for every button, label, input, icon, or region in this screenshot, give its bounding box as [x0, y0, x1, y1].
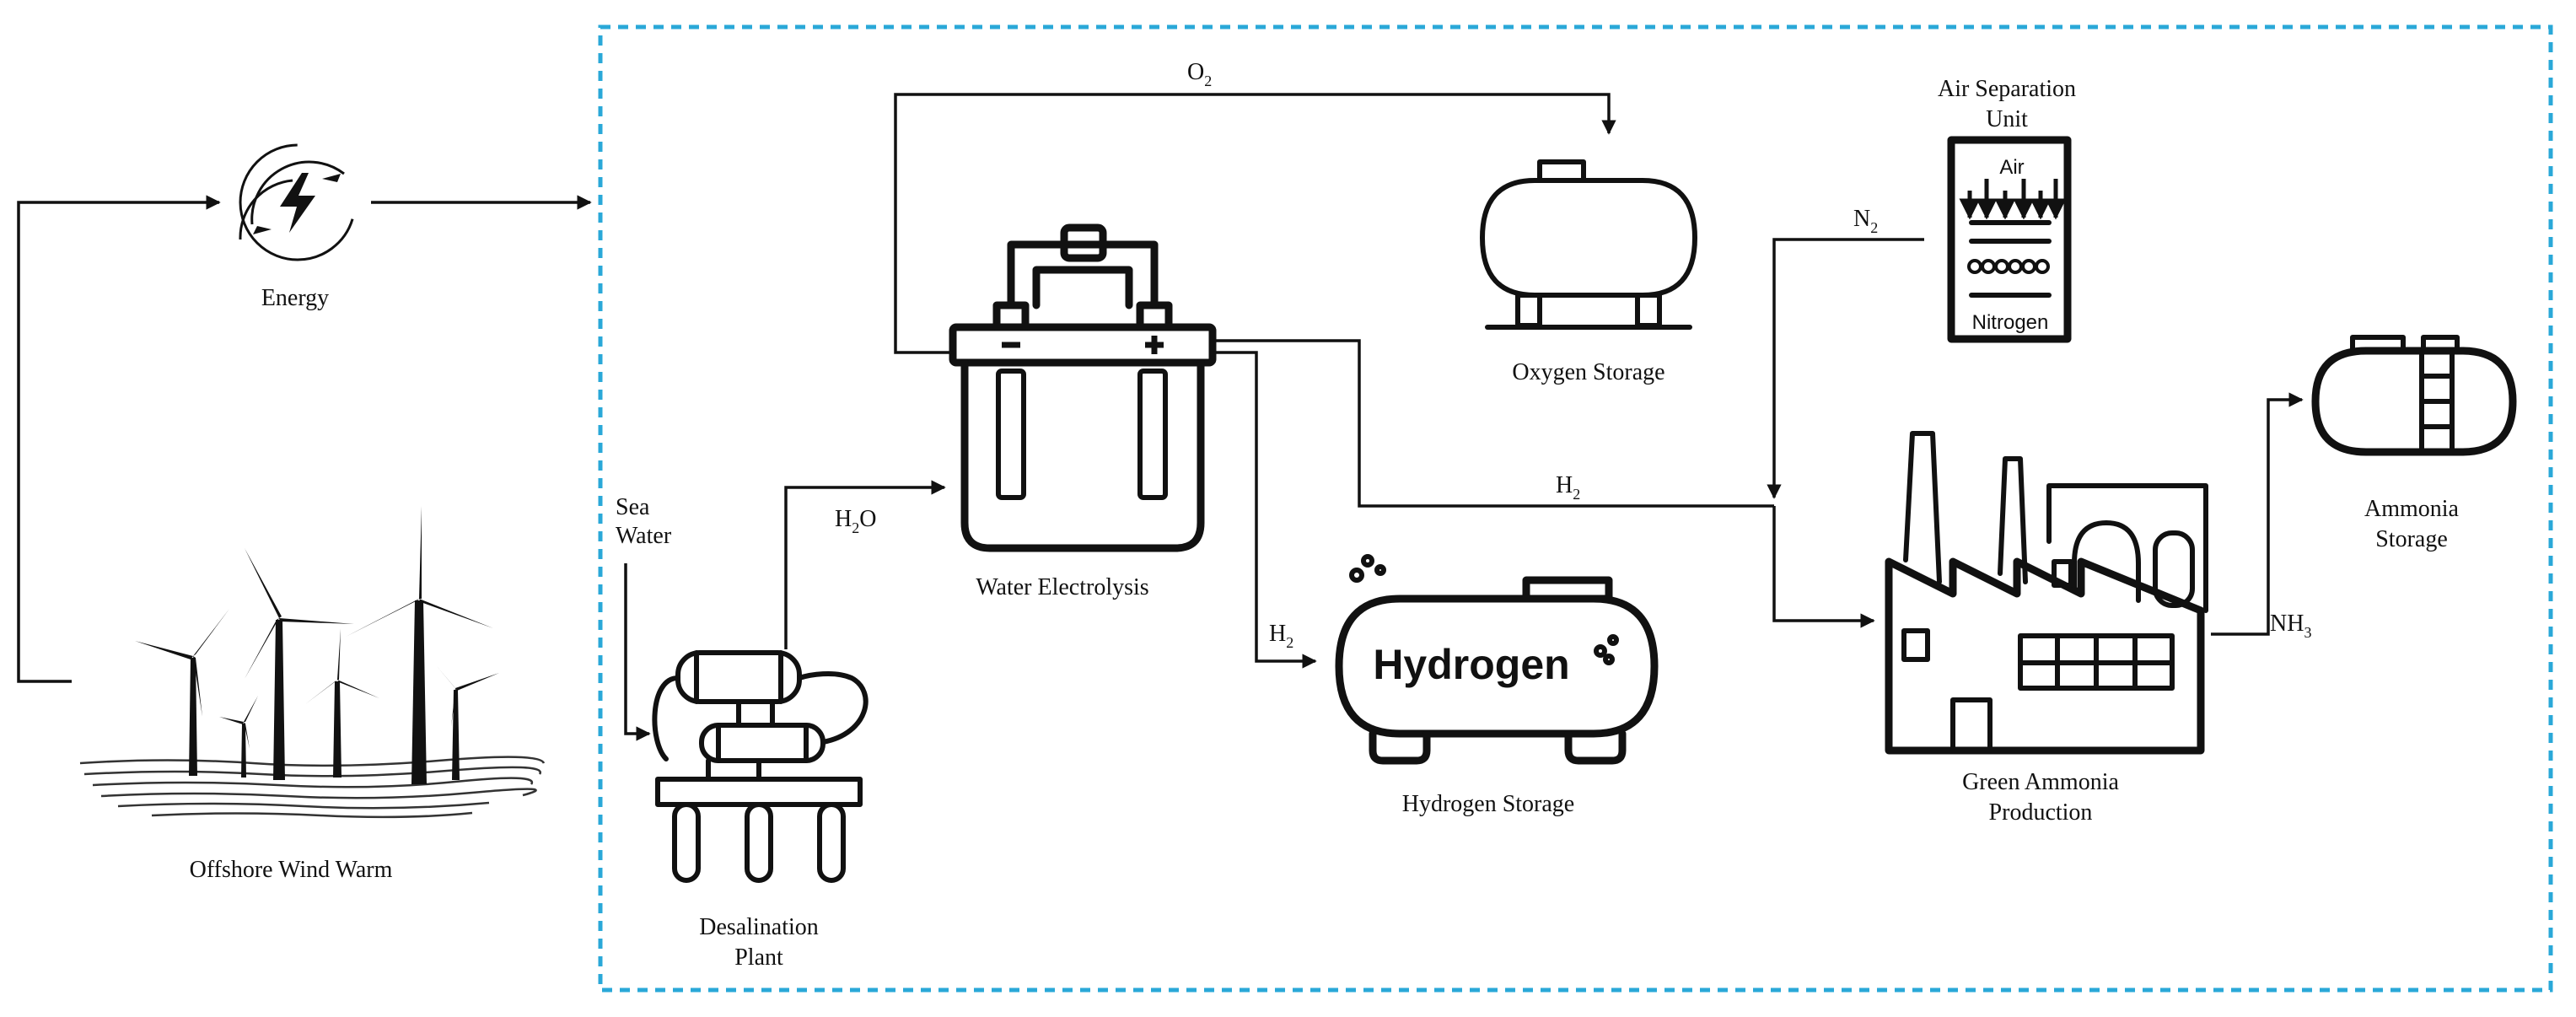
- feed-to-ammonia-line: [1772, 506, 1875, 628]
- h2o-label: H2O: [835, 506, 876, 536]
- hydrogen-tank-text: Hydrogen: [1373, 641, 1569, 688]
- desalination-label-2: Plant: [734, 944, 783, 971]
- hydrogen-tank-icon: [1335, 554, 1659, 765]
- asu-label-2: Unit: [1986, 106, 2028, 132]
- ammonia-production-label-1: Green Ammonia: [1962, 769, 2119, 795]
- sea-water-line: [624, 563, 651, 741]
- ammonia-production-label-2: Production: [1989, 799, 2093, 826]
- electrolysis-icon: [949, 223, 1217, 552]
- asu-label-1: Air Separation: [1938, 76, 2076, 102]
- n2-label: N2: [1853, 206, 1878, 236]
- asu-air-label: Air: [1999, 156, 2024, 179]
- sea-water-label-2: Water: [616, 523, 672, 549]
- h2-storage-label: H2: [1269, 621, 1293, 651]
- sea-water-label-1: Sea: [616, 494, 650, 520]
- asu-nitrogen-label: Nitrogen: [1972, 311, 2049, 334]
- hydrogen-storage-label: Hydrogen Storage: [1402, 791, 1575, 817]
- desalination-plant-icon: [652, 650, 869, 883]
- nh3-line: [2211, 392, 2304, 636]
- energy-label: Energy: [261, 285, 329, 311]
- electrolysis-label: Water Electrolysis: [976, 574, 1148, 600]
- desalination-label-1: Desalination: [699, 914, 819, 940]
- oxygen-storage-label: Oxygen Storage: [1512, 359, 1664, 385]
- ammonia-storage-label-2: Storage: [2375, 526, 2448, 552]
- nh3-label: NH3: [2270, 611, 2311, 641]
- ammonia-storage-label-1: Ammonia: [2364, 496, 2460, 522]
- oxygen-tank-icon: [1480, 159, 1697, 330]
- h2-main-line: [1213, 339, 1774, 508]
- wind-turbines-icon: [79, 506, 546, 819]
- system-boundary: [598, 24, 2553, 993]
- air-separation-unit-icon: [1947, 136, 2072, 343]
- h2-storage-line: [1213, 351, 1317, 669]
- h2o-line: [784, 480, 946, 649]
- n2-line: [1767, 238, 1924, 499]
- wind-to-energy-line: [17, 195, 221, 683]
- ammonia-tank-icon: [2311, 335, 2517, 456]
- o2-line: [894, 93, 1616, 354]
- o2-label: O2: [1187, 59, 1212, 89]
- wind-farm-label: Offshore Wind Warm: [190, 857, 393, 883]
- ammonia-factory-icon: [1885, 431, 2208, 755]
- energy-icon: [239, 143, 357, 261]
- h2-main-label: H2: [1556, 472, 1580, 503]
